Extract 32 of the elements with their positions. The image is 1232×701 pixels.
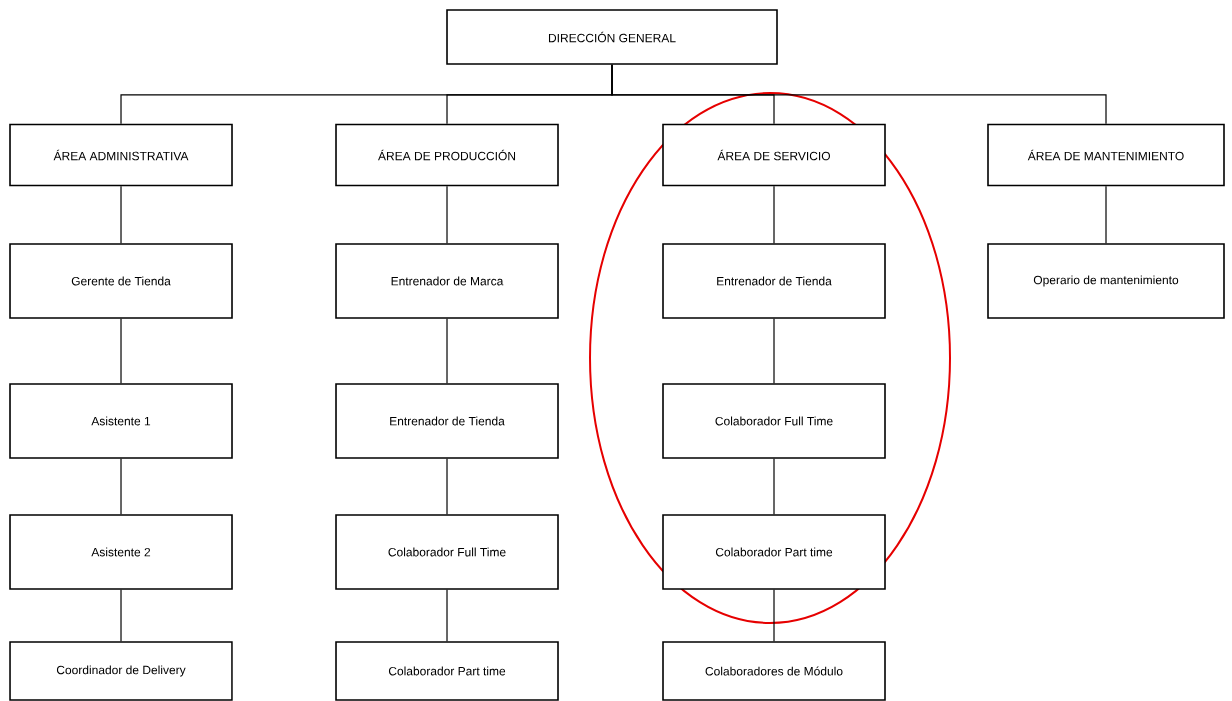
- org-box: Entrenador de Tienda: [335, 383, 559, 459]
- org-box: Gerente de Tienda: [9, 243, 233, 319]
- org-box: Entrenador de Tienda: [662, 243, 886, 319]
- connector-line: [120, 318, 122, 384]
- connector-line: [446, 589, 448, 642]
- connector-line: [446, 458, 448, 515]
- org-box: Colaborador Full Time: [335, 514, 559, 590]
- connector-line: [773, 589, 775, 642]
- org-box: Colaboradores de Módulo: [662, 641, 886, 701]
- org-box: ÁREA DE MANTENIMIENTO: [987, 123, 1225, 187]
- connector-line: [773, 318, 775, 384]
- org-box: Entrenador de Marca: [335, 243, 559, 319]
- connector-line: [611, 64, 1107, 125]
- connector-line: [773, 185, 775, 244]
- org-box: DIRECCIÓN GENERAL: [446, 9, 778, 65]
- org-box: ÁREA DE PRODUCCIÓN: [335, 123, 559, 187]
- org-box: ÁREA DE SERVICIO: [662, 123, 886, 187]
- connector-line: [446, 318, 448, 384]
- connector-line: [773, 458, 775, 515]
- org-box: Asistente 2: [9, 514, 233, 590]
- org-box: Colaborador Part time: [335, 641, 559, 701]
- org-box: Asistente 1: [9, 383, 233, 459]
- org-box: Operario de mantenimiento: [987, 243, 1225, 319]
- org-box: ÁREA ADMINISTRATIVA: [9, 123, 233, 187]
- org-box: Colaborador Full Time: [662, 383, 886, 459]
- connector-line: [446, 185, 448, 244]
- connector-line: [1105, 185, 1107, 244]
- connector-line: [120, 185, 122, 244]
- connector-line: [120, 589, 122, 642]
- org-box: Colaborador Part time: [662, 514, 886, 590]
- org-box: Coordinador de Delivery: [9, 641, 233, 701]
- connector-line: [120, 458, 122, 515]
